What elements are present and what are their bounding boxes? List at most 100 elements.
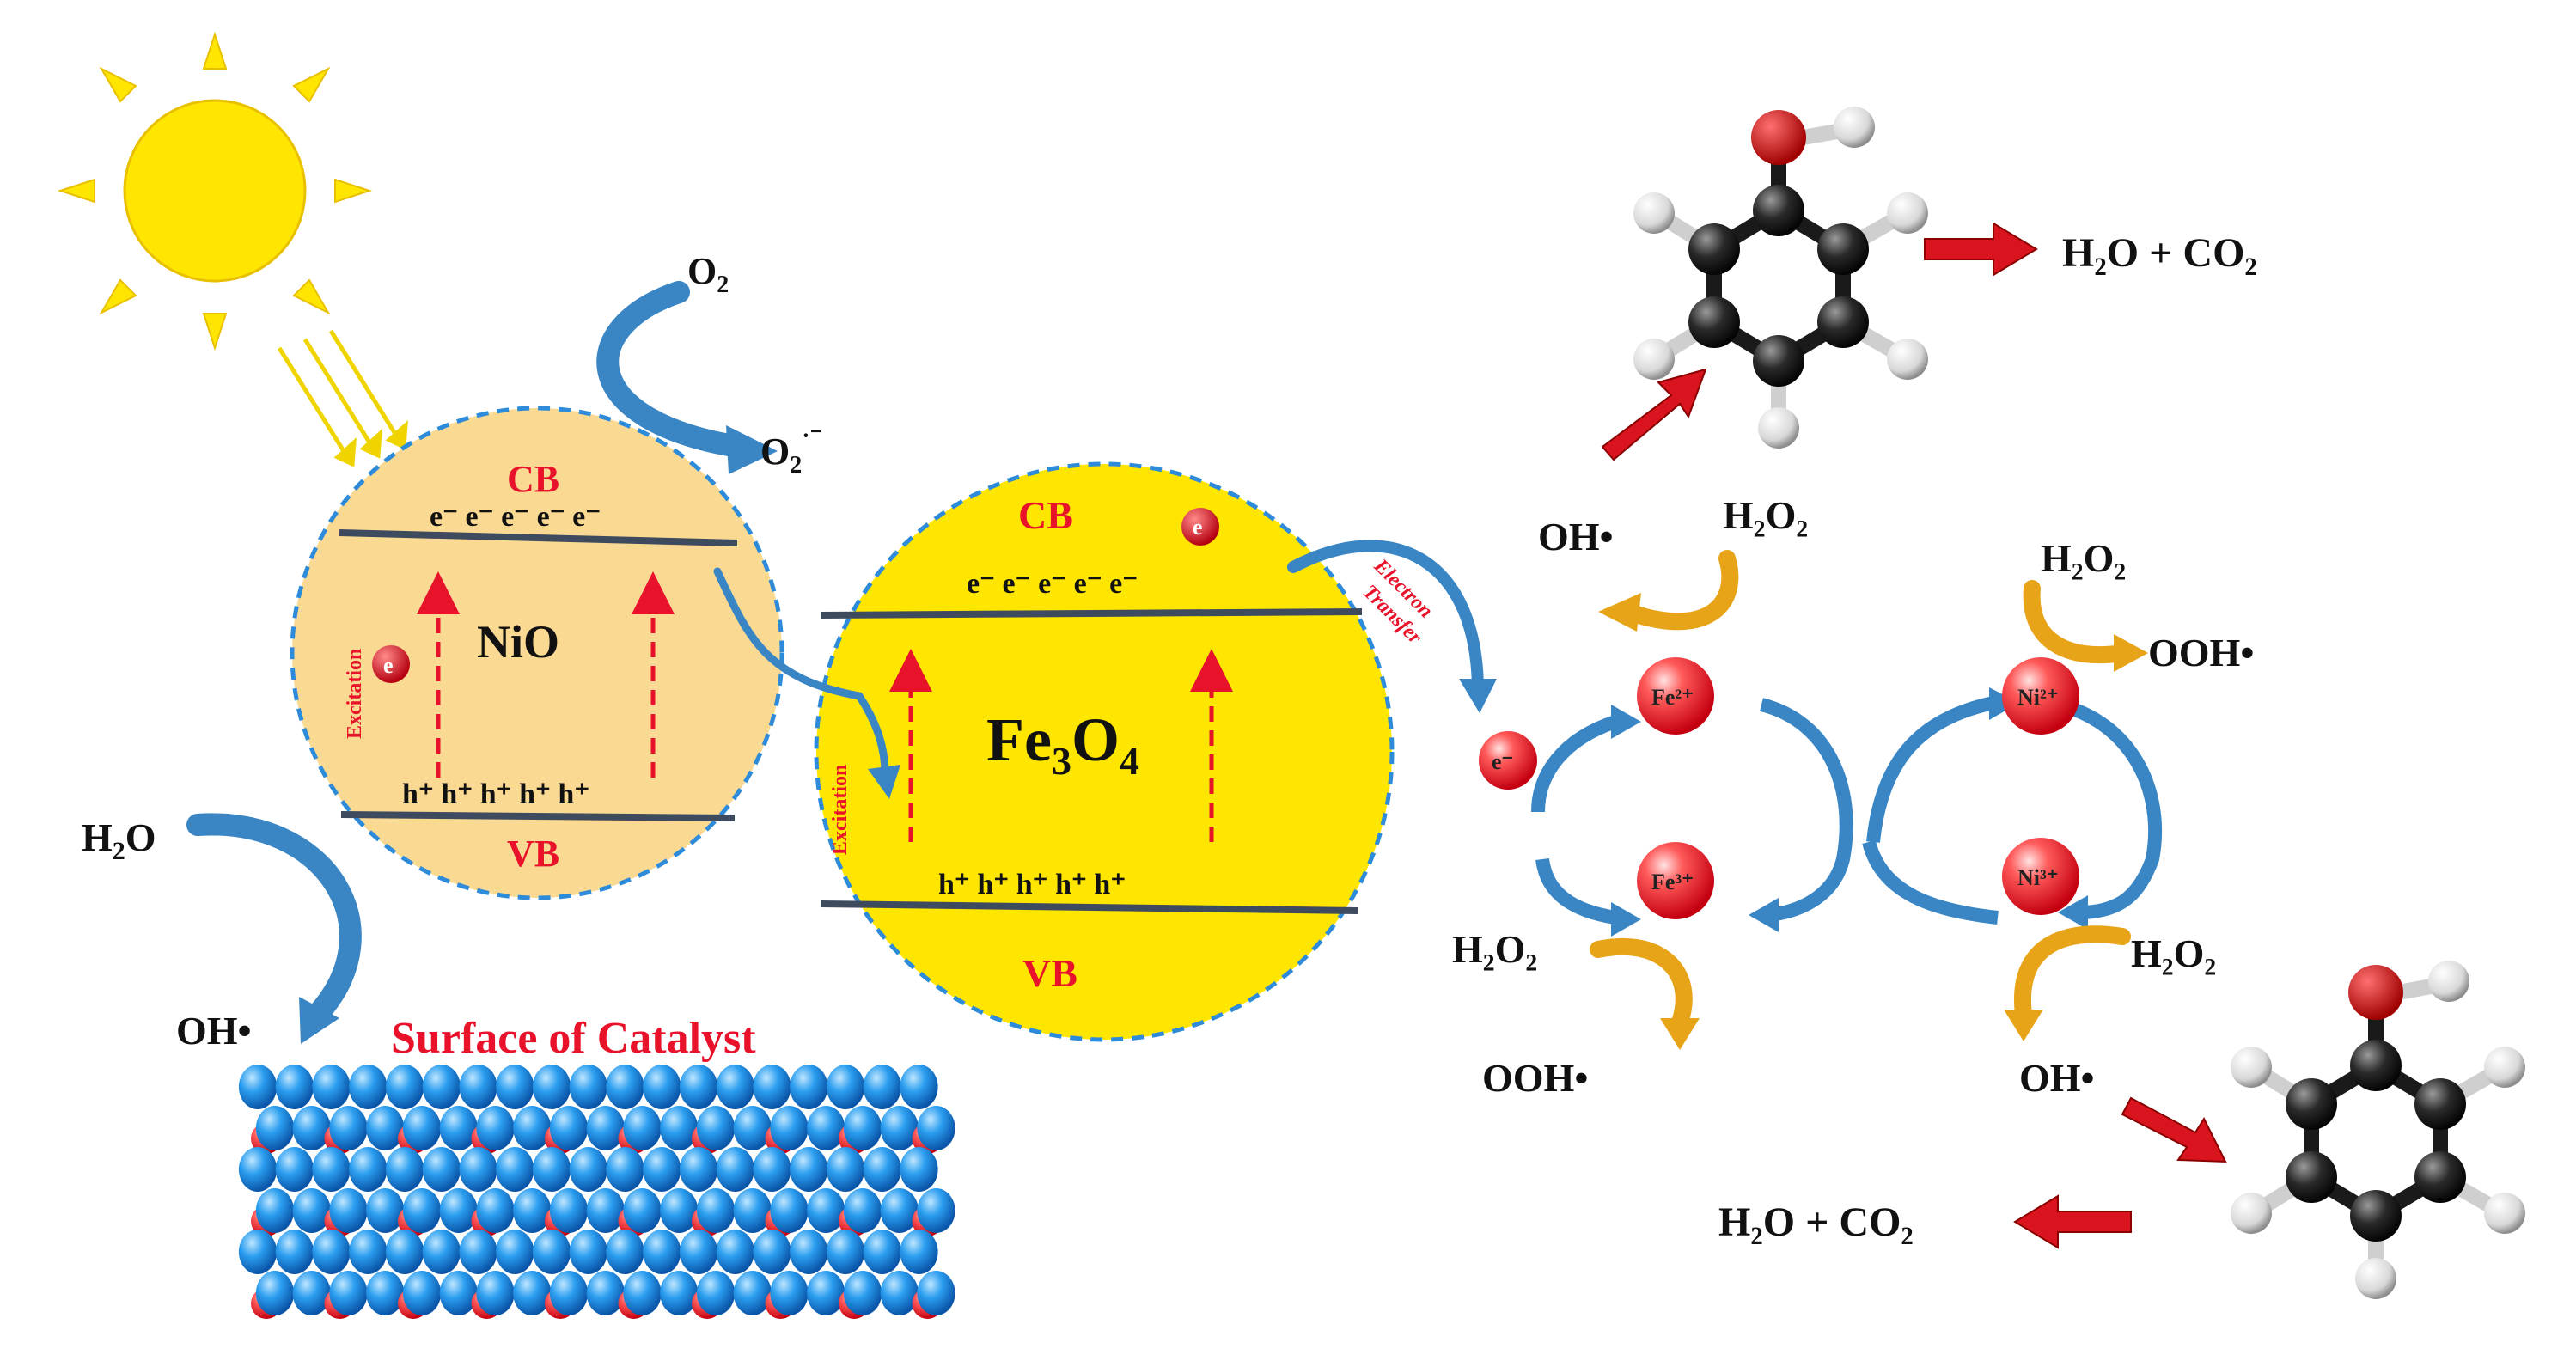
ion-spheres — [1479, 657, 2079, 919]
blue-arrowheads — [299, 425, 1497, 1044]
superoxide-label: O2·⁻ — [760, 423, 822, 479]
lattice-metal-atom — [753, 1065, 791, 1109]
redox-cycle-arrows — [1531, 696, 2163, 925]
lattice-metal-atom — [422, 1065, 461, 1109]
lattice-metal-atom — [385, 1147, 424, 1192]
lattice-metal-atom — [696, 1271, 736, 1315]
lattice-metal-atom — [733, 1106, 772, 1150]
sunlight-arrows — [277, 329, 408, 467]
lattice-metal-atom — [716, 1065, 754, 1109]
lattice-metal-atom — [790, 1147, 828, 1192]
lattice-metal-atom — [349, 1147, 388, 1192]
lattice-metal-atom — [549, 1106, 589, 1150]
lattice-metal-atom — [385, 1065, 424, 1109]
lattice-metal-atom — [402, 1188, 442, 1233]
fe3o4-holes: h⁺ h⁺ h⁺ h⁺ h⁺ — [938, 869, 1126, 900]
lattice-metal-atom — [275, 1230, 314, 1274]
orange-arrowheads — [1598, 593, 2148, 1050]
lattice-metal-atom — [716, 1147, 754, 1192]
lattice-metal-atom — [880, 1188, 919, 1233]
lattice-metal-atom — [496, 1230, 534, 1274]
products-bottom-label: H₂O + CO₂ — [1718, 1199, 1914, 1245]
lattice-metal-atom — [255, 1188, 295, 1233]
lattice-metal-atom — [513, 1188, 552, 1233]
lattice-metal-atom — [770, 1106, 809, 1150]
free-electron-label: e⁻ — [1492, 749, 1513, 774]
lattice-metal-atom — [422, 1230, 461, 1274]
lattice-metal-atom — [826, 1230, 865, 1274]
phenol-molecule-top — [1633, 107, 1928, 449]
lattice-metal-atom — [459, 1230, 497, 1274]
lattice-metal-atom — [679, 1147, 718, 1192]
fe3o4-label: Fe3O4 — [986, 705, 1139, 783]
lattice-metal-atom — [606, 1065, 644, 1109]
catalyst-surface — [238, 1065, 955, 1319]
nio-electrons: e⁻ e⁻ e⁻ e⁻ e⁻ — [430, 501, 601, 533]
fe3o4-excitation-label: Excitation — [829, 765, 852, 855]
lattice-metal-atom — [349, 1230, 388, 1274]
lattice-metal-atom — [623, 1188, 662, 1233]
nio-label: NiO — [477, 616, 559, 668]
lattice-metal-atom — [863, 1147, 901, 1192]
h2o2-fe-bottom-label: H₂O₂ — [1452, 927, 1537, 971]
lattice-metal-atom — [549, 1188, 589, 1233]
lattice-metal-atom — [366, 1106, 405, 1150]
orange-arrows — [1590, 550, 2131, 1031]
lattice-metal-atom — [292, 1271, 331, 1315]
lattice-metal-atom — [476, 1106, 515, 1150]
lattice-metal-atom — [679, 1065, 718, 1109]
sun-icon — [57, 31, 373, 351]
lattice-metal-atom — [770, 1188, 809, 1233]
lattice-metal-atom — [532, 1230, 571, 1274]
lattice-metal-atom — [606, 1230, 644, 1274]
lattice-metal-atom — [880, 1271, 919, 1315]
lattice-metal-atom — [459, 1147, 497, 1192]
lattice-metal-atom — [476, 1188, 515, 1233]
products-top-label: H₂O + CO₂ — [2062, 230, 2257, 276]
nio-vb-label: VB — [507, 833, 559, 875]
lattice-metal-atom — [329, 1271, 368, 1315]
lattice-metal-atom — [900, 1065, 938, 1109]
lattice-metal-atom — [312, 1147, 351, 1192]
lattice-metal-atom — [679, 1230, 718, 1274]
lattice-metal-atom — [549, 1271, 589, 1315]
lattice-metal-atom — [402, 1271, 442, 1315]
lattice-metal-atom — [900, 1230, 938, 1274]
lattice-metal-atom — [586, 1106, 625, 1150]
lattice-metal-atom — [643, 1065, 681, 1109]
lattice-metal-atom — [843, 1188, 882, 1233]
lattice-metal-atom — [753, 1147, 791, 1192]
lattice-metal-atom — [366, 1271, 405, 1315]
lattice-metal-atom — [439, 1188, 478, 1233]
lattice-metal-atom — [843, 1106, 882, 1150]
lattice-metal-atom — [255, 1106, 295, 1150]
lattice-metal-atom — [312, 1230, 351, 1274]
lattice-metal-atom — [917, 1106, 955, 1150]
lattice-metal-atom — [292, 1188, 331, 1233]
lattice-metal-atom — [863, 1065, 901, 1109]
nio-excitation-label: Excitation — [344, 649, 366, 739]
lattice-metal-atom — [753, 1230, 791, 1274]
nio-particle — [290, 406, 784, 900]
lattice-metal-atom — [255, 1271, 295, 1315]
lattice-metal-atom — [880, 1106, 919, 1150]
lattice-metal-atom — [569, 1065, 607, 1109]
lattice-metal-atom — [439, 1271, 478, 1315]
lattice-metal-atom — [807, 1271, 845, 1315]
lattice-metal-atom — [807, 1188, 845, 1233]
lattice-metal-atom — [402, 1106, 442, 1150]
lattice-metal-atom — [917, 1188, 955, 1233]
lattice-metal-atom — [770, 1271, 809, 1315]
lattice-metal-atom — [660, 1188, 699, 1233]
lattice-metal-atom — [606, 1147, 644, 1192]
nio-electron-marker-label: e — [383, 653, 394, 678]
lattice-metal-atom — [513, 1106, 552, 1150]
nio-holes: h⁺ h⁺ h⁺ h⁺ h⁺ — [402, 778, 589, 810]
lattice-metal-atom — [843, 1271, 882, 1315]
lattice-metal-atom — [643, 1230, 681, 1274]
lattice-metal-atom — [349, 1065, 388, 1109]
lattice-metal-atom — [716, 1230, 754, 1274]
lattice-metal-atom — [807, 1106, 845, 1150]
lattice-metal-atom — [513, 1271, 552, 1315]
